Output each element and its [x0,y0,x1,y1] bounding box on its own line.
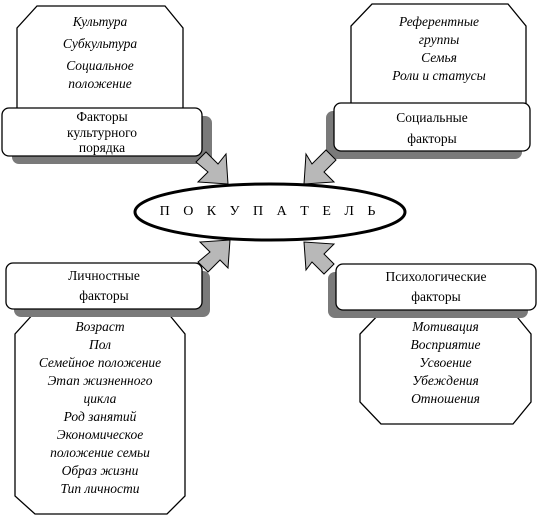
item-personality: Тип личности [60,481,140,496]
personal-items-octagon [14,311,186,515]
item-perception: Восприятие [410,337,481,352]
item-social-position-1: Социальное [66,58,134,73]
cultural-title-line-2: культурного [66,124,138,140]
psychological-title-line-1: Психологические [385,269,487,284]
cultural-title-line-3: порядка [78,140,126,155]
item-motivation: Мотивация [412,319,479,334]
item-marital-status: Семейное положение [38,355,162,370]
item-reference-1: Референтные [398,14,479,29]
item-family: Семья [421,50,457,65]
buyer-label: П О К У П А Т Е Л Ь [159,204,381,219]
cultural-title: Факторы культурного порядка [2,109,202,156]
cultural-title-box [1,107,203,157]
item-subculture: Субкультура [62,36,138,51]
social-items: Референтные группы Семья Роли и статусы [355,13,523,85]
psychological-items: Мотивация Восприятие Усвоение Убеждения … [360,318,531,408]
item-learning: Усвоение [419,355,472,370]
arrow-social-to-buyer [303,149,337,185]
item-social-position-2: положение [68,76,132,91]
arrow-buyer-to-personal [197,239,231,273]
item-roles-statuses: Роли и статусы [392,68,486,83]
item-age: Возраст [75,319,125,334]
cultural-title-line-1: Факторы [76,109,128,124]
personal-title: Личностные факторы [6,266,202,306]
item-culture: Культура [72,14,128,29]
item-economic-1: Экономическое [56,427,144,442]
item-economic-2: положение семьи [50,445,150,460]
item-attitudes: Отношения [411,391,480,406]
personal-items: Возраст Пол Семейное положение Этап жизн… [15,318,185,498]
cultural-items: Культура Субкультура Социальное положени… [20,13,180,93]
buyer-ellipse [133,182,407,242]
item-reference-2: группы [418,32,460,47]
personal-title-box [5,262,203,310]
social-title-line-2: факторы [407,131,457,146]
item-sex: Пол [88,337,112,352]
personal-title-line-1: Личностные [68,268,140,283]
item-occupation: Род занятий [63,409,137,424]
item-life-cycle-1: Этап жизненного [47,373,153,388]
item-lifestyle: Образ жизни [61,463,139,478]
arrow-buyer-to-psychological [303,241,336,275]
social-title-line-1: Социальные [396,110,468,125]
arrow-cultural-to-buyer [195,151,229,185]
psychological-items-octagon [359,311,532,425]
item-beliefs: Убеждения [412,373,479,388]
social-title-box [333,102,531,152]
item-life-cycle-2: цикла [83,391,117,406]
psychological-title-box [335,263,537,311]
psychological-title: Психологические факторы [336,267,536,307]
social-title: Социальные факторы [334,107,530,149]
psychological-title-line-2: факторы [411,289,461,304]
personal-title-line-2: факторы [79,288,129,303]
